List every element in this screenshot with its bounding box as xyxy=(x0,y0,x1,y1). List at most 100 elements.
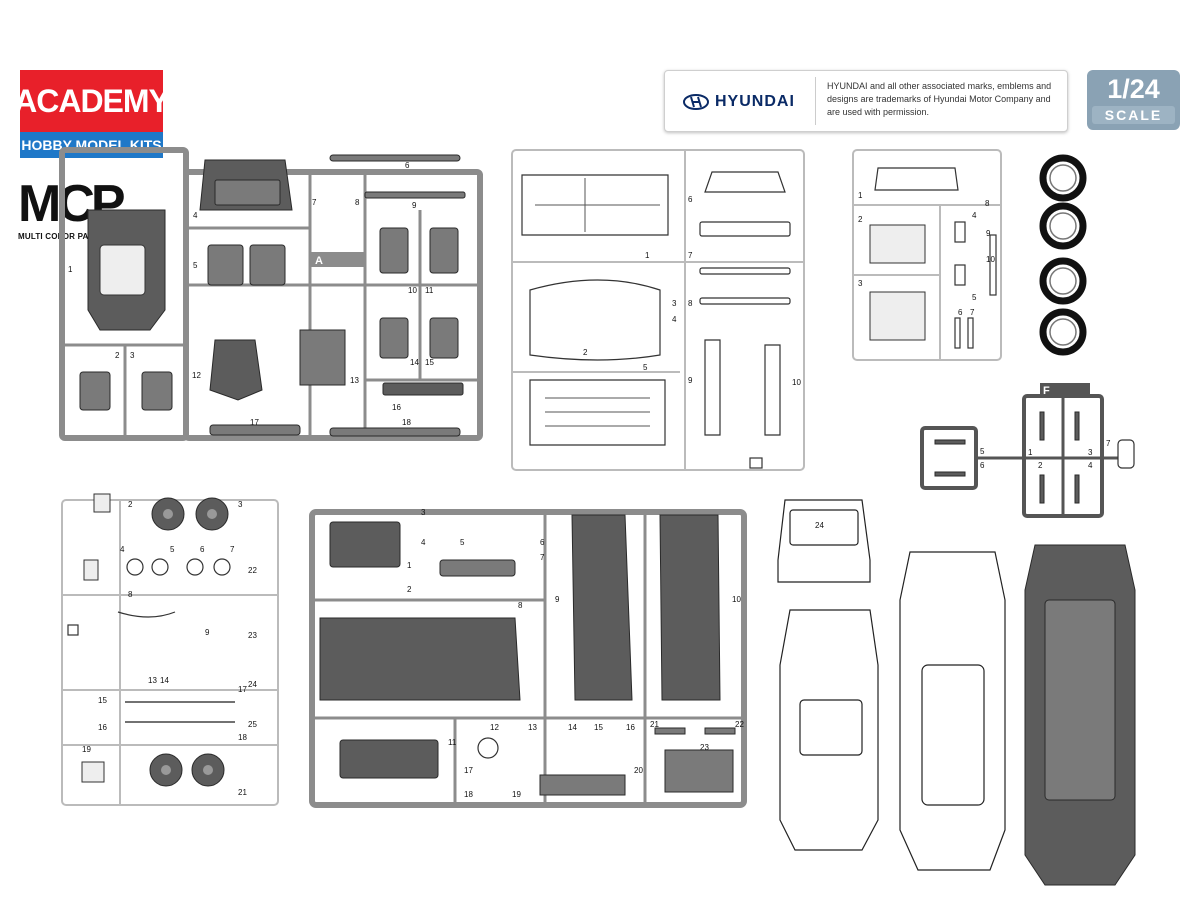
part-number: 17 xyxy=(250,418,259,427)
part-number: 10 xyxy=(408,286,417,295)
part-number: 4 xyxy=(120,545,125,554)
part-number: 8 xyxy=(355,198,360,207)
part-number: 9 xyxy=(205,628,210,637)
academy-logo-subtitle: HOBBY MODEL KITS xyxy=(20,132,163,158)
part-number: 9 xyxy=(688,376,693,385)
hyundai-emblem-icon xyxy=(683,94,709,110)
part-number: 9 xyxy=(555,595,560,604)
part-number: 5 xyxy=(972,293,977,302)
part-number: 4 xyxy=(672,315,677,324)
trademark-notice: HYUNDAI and all other associated marks, … xyxy=(827,81,1052,117)
part-number: 21 xyxy=(238,788,247,797)
part-number: 1 xyxy=(858,191,863,200)
part-number: 7 xyxy=(540,553,545,562)
part-number: 23 xyxy=(700,743,709,752)
part-number: 15 xyxy=(98,696,107,705)
part-number: 5 xyxy=(170,545,175,554)
hyundai-trademark-box: HYUNDAI HYUNDAI and all other associated… xyxy=(664,70,1068,132)
part-number: 6 xyxy=(688,195,693,204)
part-number: 11 xyxy=(448,738,457,747)
part-number: 8 xyxy=(128,590,133,599)
part-number: 12 xyxy=(192,371,201,380)
part-number: 14 xyxy=(410,358,419,367)
part-number: 9 xyxy=(412,201,417,210)
part-number: 8 xyxy=(688,299,693,308)
sprue-a: A 1 2 3 4 5 6 7 8 9 10 11 12 13 14 15 16… xyxy=(59,147,483,441)
part-number: 6 xyxy=(540,538,545,547)
part-number: 4 xyxy=(193,211,198,220)
part-number: 2 xyxy=(858,215,863,224)
tires xyxy=(1039,154,1087,356)
sprue-f: F 1 2 3 4 5 6 7 xyxy=(920,383,1135,518)
side-panel-right xyxy=(659,514,721,701)
hood-part xyxy=(529,279,661,361)
part-number: 16 xyxy=(98,723,107,732)
part-number: 22 xyxy=(735,720,744,729)
part-number: 1 xyxy=(407,561,412,570)
part-number: 22 xyxy=(248,566,257,575)
part-number: 3 xyxy=(421,508,426,517)
academy-logo-text: ACADEMY xyxy=(14,70,170,132)
sprue-letter: A xyxy=(315,255,323,267)
part-number: 13 xyxy=(148,676,157,685)
part-number: 13 xyxy=(350,376,359,385)
scale-label: SCALE xyxy=(1092,106,1175,124)
academy-logo: ACADEMY HOBBY MODEL KITS xyxy=(14,70,170,158)
part-number: 2 xyxy=(128,500,133,509)
part-number: 4 xyxy=(972,211,977,220)
part-number: 17 xyxy=(464,766,473,775)
part-number: 14 xyxy=(568,723,577,732)
part-number: 6 xyxy=(200,545,205,554)
chassis-floor xyxy=(319,617,521,701)
sprue-g: 2 3 4 5 6 7 8 9 13 14 15 16 17 18 19 21 … xyxy=(61,493,279,806)
part-number: 17 xyxy=(238,685,247,694)
part-number: 6 xyxy=(980,461,985,470)
part-number: 18 xyxy=(402,418,411,427)
part-number: 3 xyxy=(238,500,243,509)
part-number: 2 xyxy=(407,585,412,594)
part-number: 19 xyxy=(82,745,91,754)
part-number: 18 xyxy=(464,790,473,799)
part-number: 21 xyxy=(650,720,659,729)
scale-ratio: 1/24 xyxy=(1107,74,1160,104)
part-number: 4 xyxy=(421,538,426,547)
hyundai-logo-text: HYUNDAI xyxy=(715,93,795,110)
body-shells: 24 xyxy=(777,499,1136,886)
part-number: 16 xyxy=(626,723,635,732)
part-number: 1 xyxy=(1028,448,1033,457)
part-number: 24 xyxy=(815,521,824,530)
part-number: 2 xyxy=(115,351,120,360)
part-number: 25 xyxy=(248,720,257,729)
part-number: 14 xyxy=(160,676,169,685)
part-number: 20 xyxy=(634,766,643,775)
seat-part xyxy=(207,244,244,286)
scale-badge: 1/24 SCALE xyxy=(1087,70,1180,130)
sprue-letter: F xyxy=(1043,385,1050,397)
part-number: 1 xyxy=(645,251,650,260)
part-number: 3 xyxy=(672,299,677,308)
part-number: 5 xyxy=(460,538,465,547)
part-number: 5 xyxy=(643,363,648,372)
part-number: 7 xyxy=(688,251,693,260)
part-number: 7 xyxy=(1106,439,1111,448)
part-number: 18 xyxy=(238,733,247,742)
part-number: 5 xyxy=(980,447,985,456)
part-number: 4 xyxy=(1088,461,1093,470)
part-number: 10 xyxy=(732,595,741,604)
part-number: 3 xyxy=(130,351,135,360)
hyundai-logo: HYUNDAI xyxy=(683,91,823,113)
part-number: 7 xyxy=(312,198,317,207)
part-number: 6 xyxy=(405,161,410,170)
part-number: 2 xyxy=(1038,461,1043,470)
part-number: 7 xyxy=(970,308,975,317)
part-number: 1 xyxy=(68,265,73,274)
part-number: 19 xyxy=(512,790,521,799)
part-number: 5 xyxy=(193,261,198,270)
sprue-c: 2 3 1 4 5 6 7 8 9 10 xyxy=(852,149,1002,361)
part-number: 12 xyxy=(490,723,499,732)
part-number: 16 xyxy=(392,403,401,412)
part-number: 8 xyxy=(985,199,990,208)
part-number: 11 xyxy=(425,286,434,295)
part-number: 23 xyxy=(248,631,257,640)
